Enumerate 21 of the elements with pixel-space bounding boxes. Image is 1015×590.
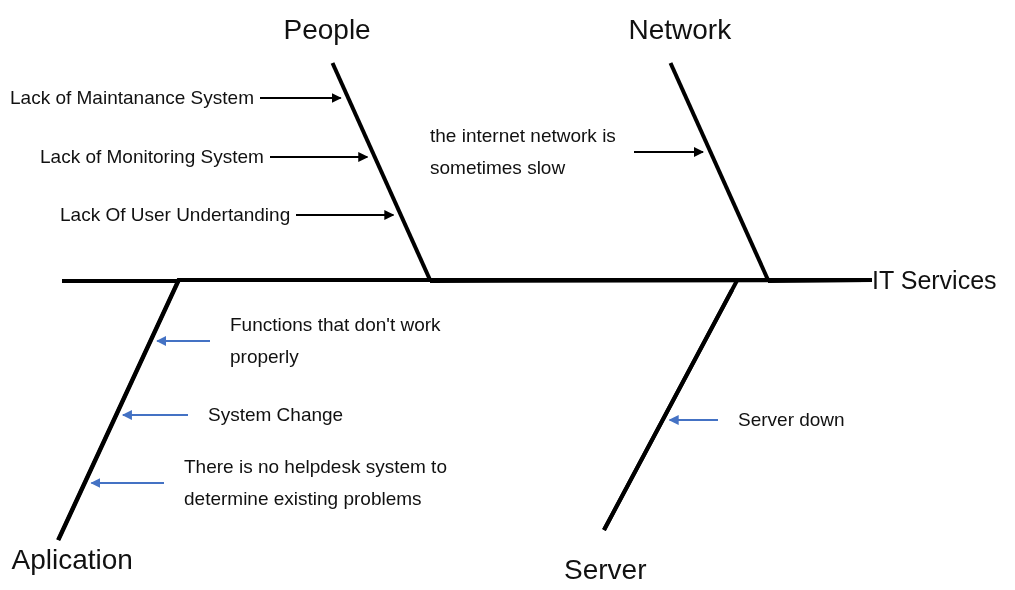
arrow [156,336,211,346]
arrow [121,410,189,420]
category-label: People [283,13,371,47]
category-label: Aplication [11,543,133,577]
cause-text: System Change [208,399,344,431]
arrow [259,93,342,103]
arrow [668,415,719,425]
category-label: Network [628,13,732,47]
arrow [269,152,369,162]
effect-label: IT Services [872,263,997,297]
arrow [295,210,395,220]
cause-text: Lack of Maintanance System [10,82,254,114]
cause-text: Functions that don't work properly [230,309,470,373]
arrow [633,147,704,157]
cause-text: Lack of Monitoring System [40,141,264,173]
cause-text: Lack Of User Undertanding [60,199,291,231]
cause-text: the internet network is sometimes slow [430,120,628,184]
cause-text: There is no helpdesk system to determine existing problems [184,451,474,515]
category-label: Server [564,553,647,587]
arrow [90,478,165,488]
cause-text: Server down [738,404,845,436]
